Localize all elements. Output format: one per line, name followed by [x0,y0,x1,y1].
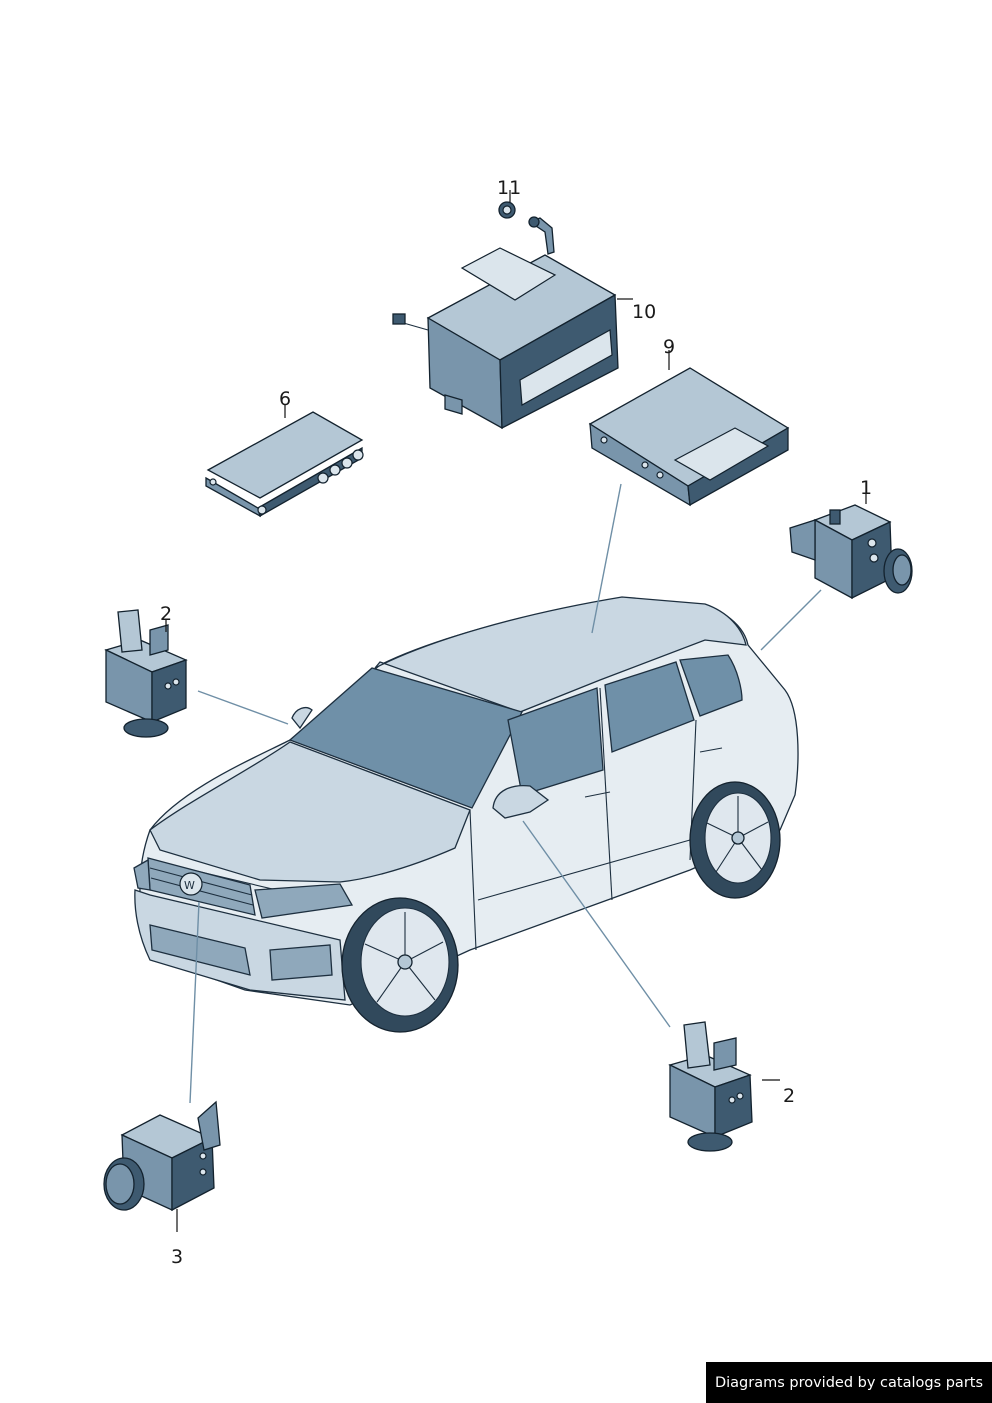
connector-2a-vehicle [197,690,289,725]
callout-1: 1 [860,477,872,499]
callout-2-right: 2 [783,1085,795,1107]
callout-2-left: 2 [160,603,172,625]
part-10-bracket [392,247,619,430]
callout-11: 11 [497,177,521,199]
part-1-camera [789,504,913,600]
connector-3-vehicle [189,901,200,1104]
callout-3: 3 [171,1246,183,1268]
credit-text: Diagrams provided by catalogs parts [714,1374,984,1391]
part-11-nut-screw [498,201,555,255]
connector-2b-vehicle [522,820,671,1028]
connector-9-vehicle [591,483,622,634]
part-3-camera [103,1100,221,1212]
svg-text:W: W [184,879,195,892]
callout-10: 10 [632,301,656,323]
callout-6: 6 [279,388,291,410]
part-2-camera-right [668,1021,753,1152]
connector-1-vehicle [760,589,822,651]
callout-9: 9 [663,336,675,358]
part-6-control-unit [205,411,364,518]
credit-banner: Diagrams provided by catalogs parts [706,1362,992,1403]
part-2-camera-left [104,609,188,738]
callout-labels: 1 2 2 3 6 9 10 11 [160,177,872,1268]
connector-lines [189,483,822,1104]
vehicle-illustration: W [133,596,799,1033]
part-9-control-unit [588,367,790,507]
callout-leaders [165,190,867,1232]
